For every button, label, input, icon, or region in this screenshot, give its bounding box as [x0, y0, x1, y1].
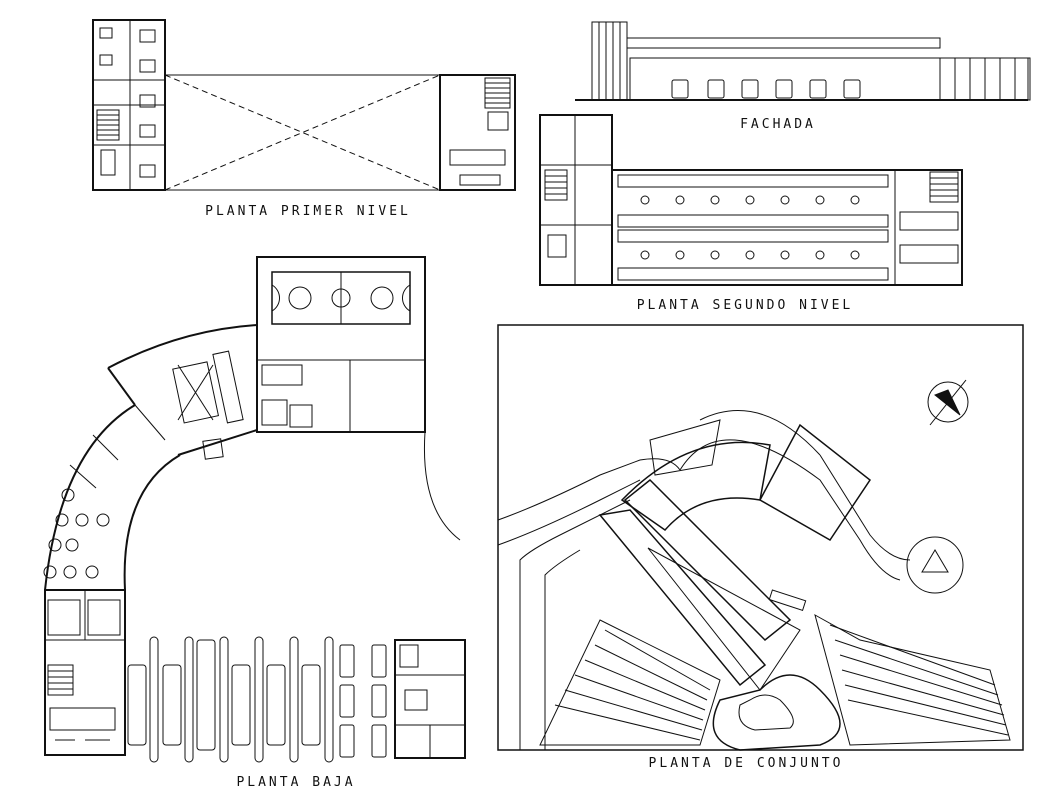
- fire-truck-icon: [671, 79, 861, 99]
- fachada-elevation: [575, 21, 1031, 101]
- fire-truck-icon: [127, 639, 387, 758]
- planta-de-conjunto-site-plan: [497, 324, 1024, 751]
- planta-segundo-nivel-plan: [539, 114, 963, 286]
- planta-primer-nivel-plan: [92, 19, 516, 191]
- title-fachada: FACHADA: [740, 117, 816, 132]
- north-arrow-icon: [927, 379, 969, 426]
- planta-baja-plan: [43, 256, 466, 763]
- title-planta-de-conjunto: PLANTA DE CONJUNTO: [648, 756, 844, 771]
- basketball-court-icon: [271, 271, 411, 325]
- stadium-stands: [539, 613, 1011, 746]
- title-planta-primer-nivel: PLANTA PRIMER NIVEL: [205, 204, 411, 219]
- dining-tables: [43, 488, 110, 579]
- title-planta-segundo-nivel: PLANTA SEGUNDO NIVEL: [636, 298, 854, 313]
- bunk-beds: [617, 174, 889, 281]
- tree-icon: [906, 536, 964, 594]
- title-planta-baja: PLANTA BAJA: [236, 775, 356, 790]
